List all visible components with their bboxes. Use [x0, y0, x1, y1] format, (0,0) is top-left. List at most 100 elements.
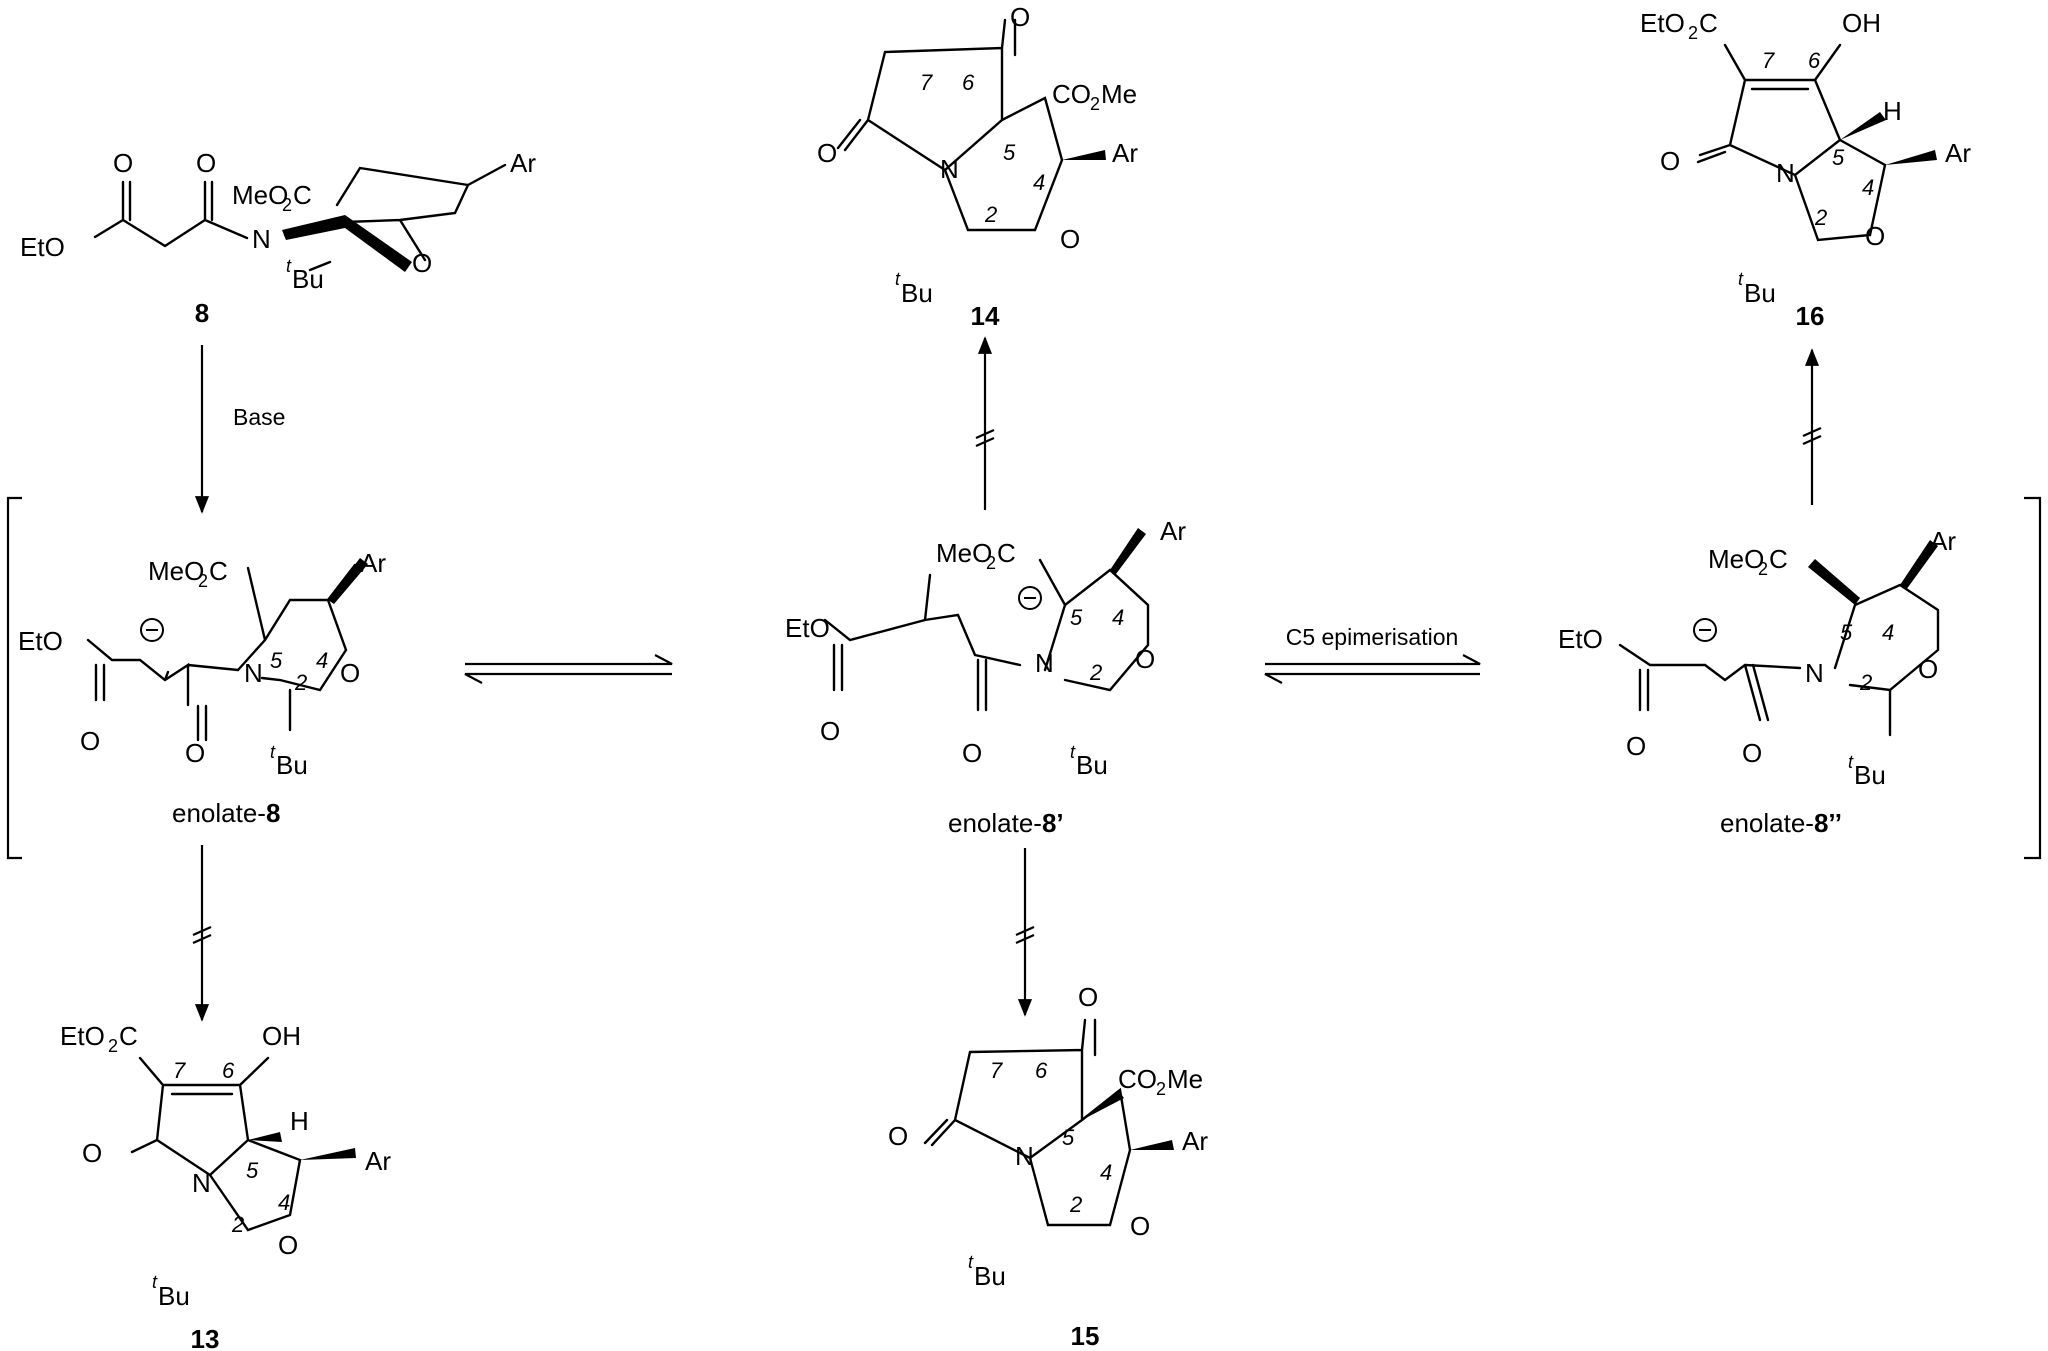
ketone-o-label: O [1078, 982, 1098, 1012]
position-5-label: 5 [270, 648, 283, 673]
tbu-label: Bu [1076, 750, 1108, 780]
hydrogen-label: H [1883, 96, 1902, 126]
base-condition-label: Base [233, 404, 285, 430]
carbonyl-o-label: O [820, 716, 840, 746]
ester-me-label: Me [1167, 1064, 1203, 1094]
compound-8-structure: EtO O O N MeO 2 C O Ar t Bu [20, 148, 536, 294]
ring-o-label: O [278, 1230, 298, 1260]
lactam-o-label: O [888, 1121, 908, 1151]
aryl-label: Ar [360, 548, 386, 578]
negative-charge-icon [1018, 586, 1042, 610]
ring-o-label: O [1865, 221, 1885, 251]
hydrogen-label: H [290, 1106, 309, 1136]
position-7-label: 7 [173, 1058, 186, 1083]
aryl-label: Ar [510, 148, 536, 178]
ketone-o-label: O [1010, 2, 1030, 32]
position-5-label: 5 [1003, 140, 1016, 165]
eto-label: EtO [1558, 624, 1603, 654]
compound-13-label: 13 [191, 1324, 220, 1351]
carbonyl-o-label: O [82, 1138, 102, 1168]
eto-label: EtO [20, 232, 65, 262]
ester-eto-label: EtO [1640, 8, 1685, 38]
position-5-label: 5 [246, 1158, 259, 1183]
nitrogen-label: N [1776, 158, 1795, 188]
position-2-label: 2 [984, 202, 997, 227]
carbonyl-o-label: O [113, 148, 133, 178]
ring-o-label: O [340, 658, 360, 688]
position-6-label: 6 [962, 70, 975, 95]
enolate-8-label: enolate-8 [172, 798, 280, 828]
tert-prefix-label: t [270, 742, 276, 762]
compound-15-label: 15 [1071, 1321, 1100, 1351]
ester-me-label: Me [1101, 79, 1137, 109]
blocked-mark-icon [1802, 426, 1822, 446]
ester-c-label: C [209, 556, 228, 586]
carbonyl-o-label: O [1660, 146, 1680, 176]
enolate-8-prime-label: enolate-8’ [948, 808, 1064, 838]
position-2-label: 2 [1814, 205, 1827, 230]
tbu-label: Bu [1744, 278, 1776, 308]
negative-charge-icon [1693, 618, 1717, 642]
subscript-label: 2 [1156, 1079, 1166, 1099]
hydroxyl-label: OH [262, 1021, 301, 1051]
tert-prefix-label: t [1738, 269, 1744, 289]
equilibrium-arrow [464, 654, 673, 684]
ring-o-label: O [1130, 1211, 1150, 1241]
position-4-label: 4 [316, 648, 328, 673]
blocked-mark-icon [1015, 925, 1035, 945]
carbonyl-o-label: O [185, 738, 205, 768]
tert-prefix-label: t [895, 269, 901, 289]
nitrogen-label: N [1035, 648, 1054, 678]
tbu-label: Bu [158, 1281, 190, 1311]
compound-14-structure: O O N CO 2 Me Ar O 7 6 5 4 2 t Bu [817, 2, 1138, 308]
nitrogen-label: N [1015, 1141, 1034, 1171]
compound-15-structure: O O N CO 2 Me Ar O 7 6 5 4 2 t Bu [888, 982, 1208, 1291]
nitrogen-label: N [244, 658, 263, 688]
subscript-label: 2 [1688, 23, 1698, 43]
subscript-label: 2 [198, 571, 208, 591]
subscript-label: 2 [108, 1036, 118, 1056]
carbonyl-o-label: O [1626, 731, 1646, 761]
position-4-label: 4 [1033, 170, 1045, 195]
ester-meo-label: MeO [936, 538, 992, 568]
tbu-label: Bu [292, 264, 324, 294]
position-7-label: 7 [990, 1058, 1003, 1083]
position-5-label: 5 [1070, 605, 1083, 630]
compound-16-structure: EtO 2 C OH O N H Ar O 7 6 5 4 2 t Bu [1640, 8, 1971, 308]
right-bracket [2024, 496, 2042, 860]
position-7-label: 7 [920, 70, 933, 95]
negative-charge-icon [140, 618, 164, 642]
nitrogen-label: N [940, 154, 959, 184]
ester-meo-label: MeO [232, 180, 288, 210]
enolate-8-double-prime-structure: EtO MeO 2 C N O Ar O O 5 4 2 t Bu [1558, 526, 1956, 790]
tbu-label: Bu [276, 750, 308, 780]
nitrogen-label: N [1805, 658, 1824, 688]
ester-c-label: C [1769, 544, 1788, 574]
aryl-label: Ar [1930, 526, 1956, 556]
nitrogen-label: N [192, 1168, 211, 1198]
left-bracket [6, 496, 22, 860]
position-4-label: 4 [1100, 1160, 1112, 1185]
position-5-label: 5 [1840, 620, 1853, 645]
tert-prefix-label: t [968, 1252, 974, 1272]
enolate-8-double-prime-label: enolate-8’’ [1720, 808, 1842, 838]
carbonyl-o-label: O [962, 738, 982, 768]
ester-c-label: C [1699, 8, 1718, 38]
compound-14-label: 14 [971, 301, 1000, 331]
position-4-label: 4 [278, 1190, 290, 1215]
ester-c-label: C [119, 1021, 138, 1051]
ester-co-label: CO [1118, 1064, 1157, 1094]
tbu-label: Bu [974, 1261, 1006, 1291]
ester-meo-label: MeO [148, 556, 204, 586]
position-4-label: 4 [1112, 605, 1124, 630]
ring-o-label: O [1918, 654, 1938, 684]
aryl-label: Ar [1182, 1126, 1208, 1156]
aryl-label: Ar [1160, 516, 1186, 546]
carbonyl-o-label: O [196, 148, 216, 178]
ring-o-label: O [1135, 644, 1155, 674]
aryl-label: Ar [1945, 138, 1971, 168]
enolate-8-prime-structure: EtO MeO 2 C N O Ar O O 5 4 2 t Bu [785, 516, 1186, 780]
aryl-label: Ar [1112, 138, 1138, 168]
position-6-label: 6 [1035, 1058, 1048, 1083]
